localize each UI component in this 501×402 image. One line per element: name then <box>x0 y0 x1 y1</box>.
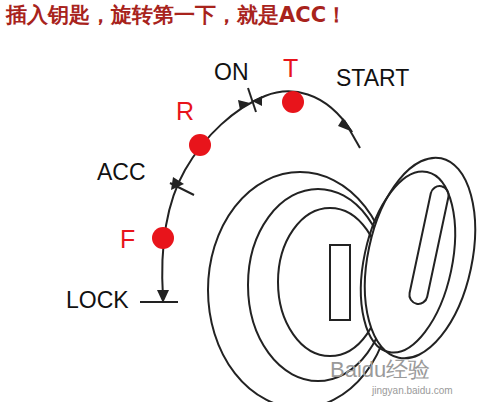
title: 插入钥匙，旋转第一下，就是ACC！ <box>6 4 347 27</box>
watermark: Baidu经验 <box>330 358 430 382</box>
arc-arrowheads <box>157 96 353 303</box>
dot-letter: F <box>120 226 135 254</box>
position-dots <box>152 91 304 249</box>
key-head-edge <box>346 163 470 361</box>
dot-letter: R <box>176 98 194 126</box>
watermark-url: jingyan.baidu.com <box>372 385 453 396</box>
t-dot <box>282 91 304 113</box>
acc-arrowhead <box>171 177 184 190</box>
lock-arrowhead <box>157 290 169 303</box>
position-label: LOCK <box>66 288 129 313</box>
key-cylinder <box>208 147 492 402</box>
position-arc <box>140 88 360 302</box>
dot-letter: T <box>283 55 298 83</box>
start-arrowhead <box>338 118 353 132</box>
position-label: START <box>336 66 409 91</box>
lock-tick <box>140 301 178 303</box>
position-label: ACC <box>97 160 146 185</box>
key-blade <box>330 245 350 320</box>
f-dot <box>152 227 174 249</box>
r-dot <box>189 134 211 156</box>
on-arrowhead-right <box>252 96 262 106</box>
on-arrowhead-left <box>238 100 250 110</box>
rotation-arc <box>162 91 352 298</box>
position-label: ON <box>214 60 249 85</box>
key-head-slot <box>408 184 451 305</box>
